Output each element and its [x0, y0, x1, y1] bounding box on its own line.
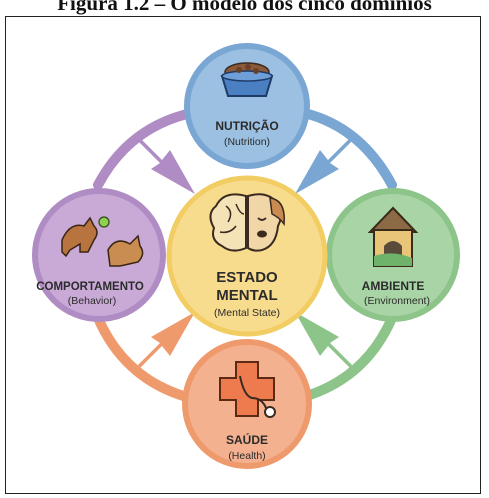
arrows-to-center	[138, 138, 352, 368]
health-subtitle: (Health)	[228, 450, 265, 462]
arc-behavior-health	[93, 313, 195, 403]
mental-title-line2: MENTAL	[216, 287, 277, 304]
nutrition-subtitle: (Nutrition)	[224, 136, 270, 148]
nutrition-title: NUTRIÇÃO	[215, 118, 278, 133]
connector-arcs	[93, 107, 397, 403]
playing-dogs-icon	[61, 216, 144, 267]
behavior-subtitle: (Behavior)	[68, 295, 116, 307]
environment-subtitle: (Environment)	[364, 295, 430, 307]
node-health: SAÚDE (Health)	[182, 339, 312, 469]
health-title: SAÚDE	[226, 432, 268, 447]
arrow-from-health	[138, 312, 195, 368]
arc-nutrition-environment	[295, 107, 397, 190]
arrow-from-behavior	[138, 138, 195, 194]
mental-title-line1: ESTADO	[216, 269, 278, 286]
environment-title: AMBIENTE	[362, 279, 425, 293]
node-behavior: COMPORTAMENTO (Behavior)	[32, 188, 166, 322]
medical-cross-icon	[219, 361, 276, 418]
behavior-title: COMPORTAMENTO	[36, 281, 144, 293]
dog-house-icon	[367, 206, 419, 267]
mental-subtitle: (Mental State)	[214, 307, 280, 319]
brain-dog-icon	[209, 193, 285, 252]
arrow-from-environment	[295, 312, 352, 368]
node-mental-state: ESTADO MENTAL (Mental State)	[166, 175, 328, 337]
node-nutrition: NUTRIÇÃO (Nutrition)	[184, 43, 310, 169]
arc-nutrition-behavior	[93, 107, 201, 190]
figure-caption: Figura 1.2 – O modelo dos cinco dominios	[57, 0, 432, 15]
node-environment: AMBIENTE (Environment)	[326, 188, 460, 322]
food-bowl-icon	[220, 62, 274, 97]
arc-environment-health	[295, 313, 397, 403]
arrow-from-nutrition	[295, 138, 352, 194]
